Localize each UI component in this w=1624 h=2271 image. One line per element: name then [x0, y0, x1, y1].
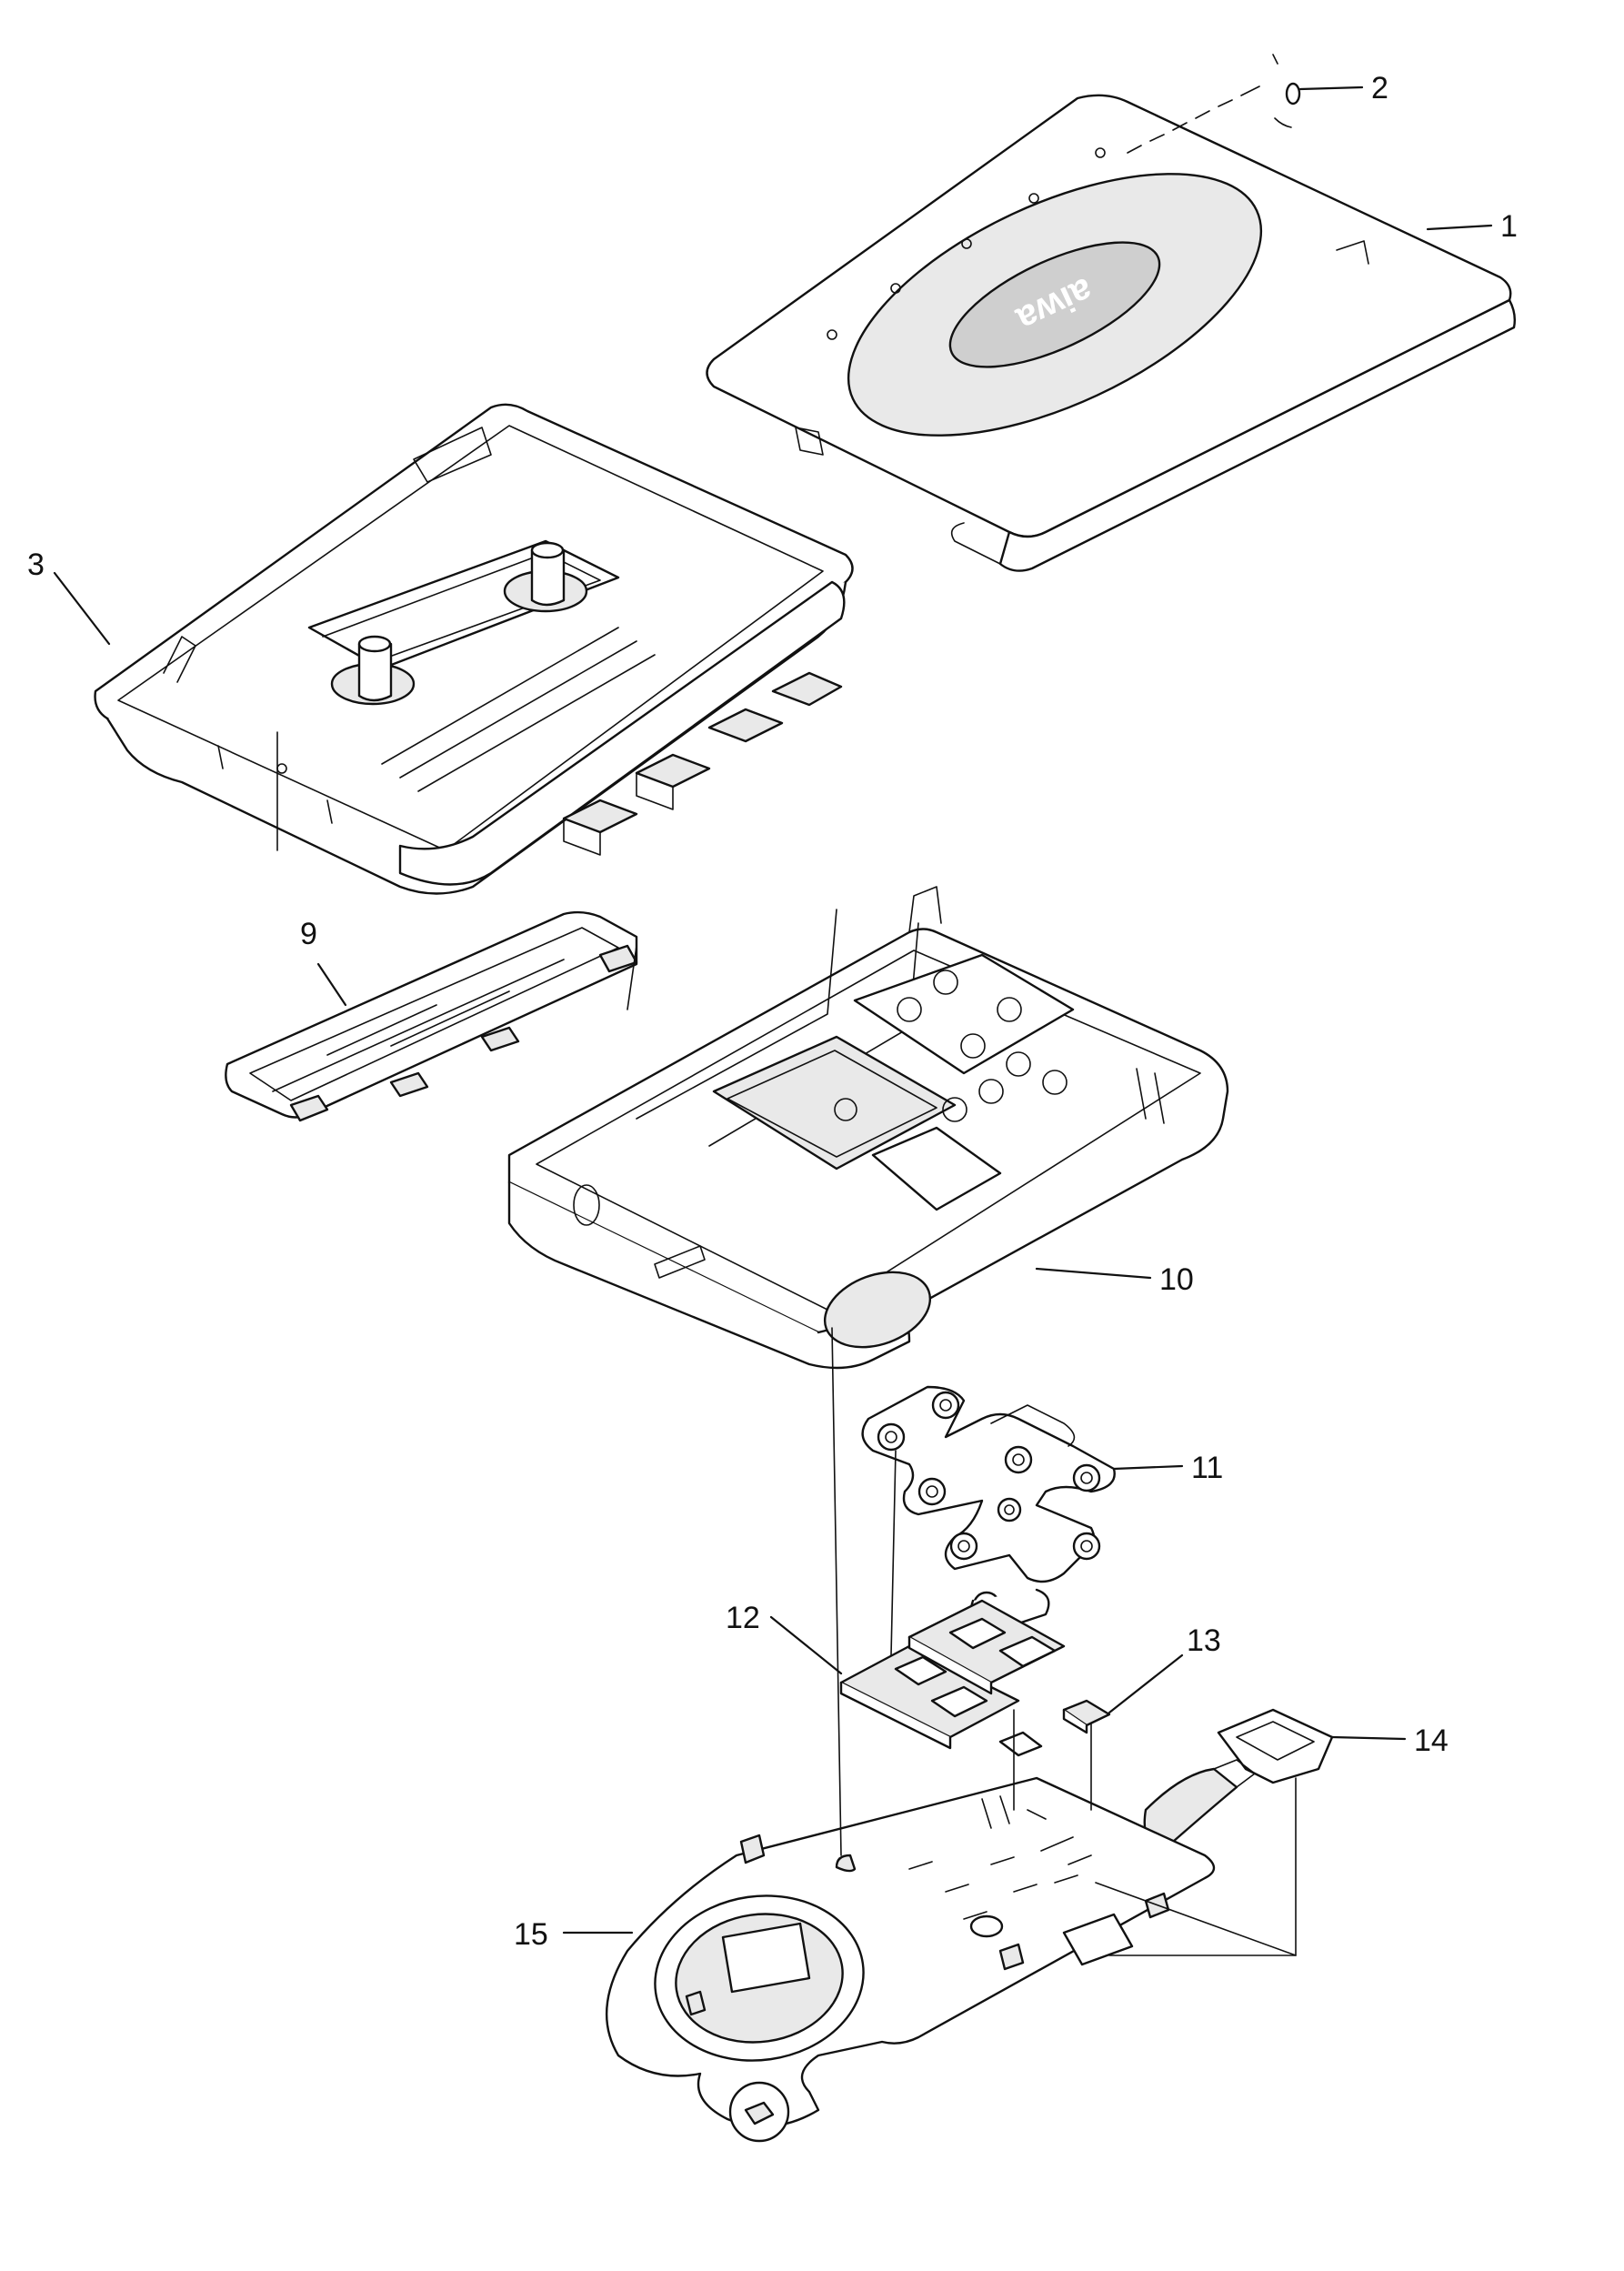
- callout-1: 1: [1500, 209, 1518, 244]
- callout-11: 11: [1191, 1451, 1223, 1485]
- callout-12: 12: [726, 1601, 760, 1635]
- part-14-slide-lever: [1143, 1708, 1334, 1848]
- callout-leaders: [53, 85, 1493, 1934]
- part-15-bottom-plate: [605, 1776, 1216, 2143]
- callout-15: 15: [514, 1917, 548, 1952]
- callout-numbers: 2 1 3 9 10 11 12 13 14 15: [27, 71, 1518, 1952]
- callout-3: 3: [27, 548, 45, 582]
- part-10-main-chassis: [507, 886, 1229, 1370]
- part-2-button: [1127, 54, 1301, 154]
- part-1-top-cover: aiwa: [706, 94, 1517, 572]
- part-9-lid-strip: [225, 910, 638, 1122]
- callout-10: 10: [1159, 1262, 1194, 1297]
- callout-14: 14: [1414, 1723, 1449, 1758]
- part-11-contact-plate: [861, 1385, 1116, 1634]
- callout-2: 2: [1371, 71, 1388, 106]
- assembly-guide-lines: [276, 731, 1297, 1956]
- part-12-switch-assembly: [839, 1599, 1066, 1757]
- part-13-pad: [1062, 1699, 1111, 1734]
- callout-9: 9: [300, 917, 317, 951]
- part-3-cassette-frame: [94, 403, 854, 895]
- callout-13: 13: [1187, 1623, 1221, 1658]
